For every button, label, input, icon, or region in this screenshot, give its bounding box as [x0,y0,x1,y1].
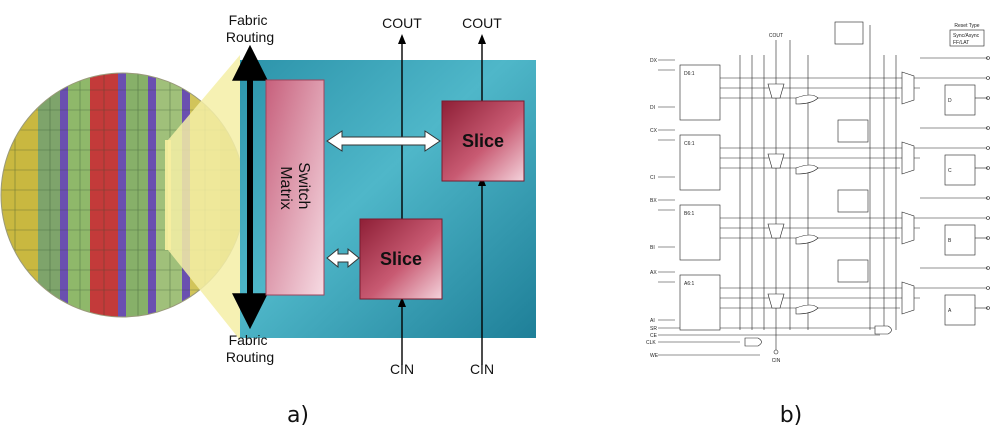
slice-lower-label: Slice [380,249,422,269]
fabric-routing-bottom-line1: Fabric [229,332,268,348]
switch-matrix-line2: Matrix [277,166,294,210]
switch-matrix-line1: Switch [295,162,312,209]
left-pin-8: SR [650,326,657,332]
left-pin-6: AX [650,270,657,276]
fabric-routing-top-line2: Routing [226,29,274,45]
cout-right-label: COUT [462,15,502,31]
left-pin-4: BX [650,198,657,204]
reset-type-option-2: FF/LAT [953,40,969,46]
latch-c [838,190,868,212]
left-pin-5: BI [650,245,655,251]
latch-top [835,22,863,44]
reset-type-title: Reset Type [954,23,979,29]
output-muxes [902,72,914,314]
lut-d-label: D6:1 [684,71,695,77]
left-pin-11: WE [650,353,659,359]
lut-b-label: B6:1 [684,211,695,217]
latch-d [838,120,868,142]
left-pin-1: DI [650,105,655,111]
cin-right-label: CIN [470,361,494,377]
switch-matrix [266,80,324,295]
fabric-routing-top-line1: Fabric [229,12,268,28]
svg-text:Fabric Routing: Fabric Routing [226,12,274,45]
lut-a-label: A6:1 [684,281,695,287]
ff-d-label: D [948,98,952,104]
svg-text:Fabric Routing: Fabric Routing [226,332,274,365]
left-pin-7: AI [650,318,655,324]
left-pin-2: CX [650,128,658,134]
cout-left-label: COUT [382,15,422,31]
left-pin-9: CE [650,333,658,339]
latch-b [838,260,868,282]
left-pin-3: CI [650,175,655,181]
panel-b [658,22,990,355]
left-pin-10: CLK [646,340,656,346]
left-pin-0: DX [650,58,658,64]
slice-upper-label: Slice [462,131,504,151]
panel-a: Fabric Routing Fabric Routing Switch Mat… [0,12,536,428]
ff-c-label: C [948,168,952,174]
caption-b: b) [780,403,803,428]
caption-a: a) [287,403,309,428]
reset-type-option-1: Sync/Async [953,33,980,39]
carry-logic [768,84,818,314]
lut-c-label: C6:1 [684,141,695,147]
svg-text:Switch Matrix: Switch Matrix [277,162,312,214]
panel-b-cout-label: COUT [769,33,783,39]
cin-left-label: CIN [390,361,414,377]
fabric-routing-bottom-line2: Routing [226,349,274,365]
panel-b-cin-label: CIN [772,358,781,364]
